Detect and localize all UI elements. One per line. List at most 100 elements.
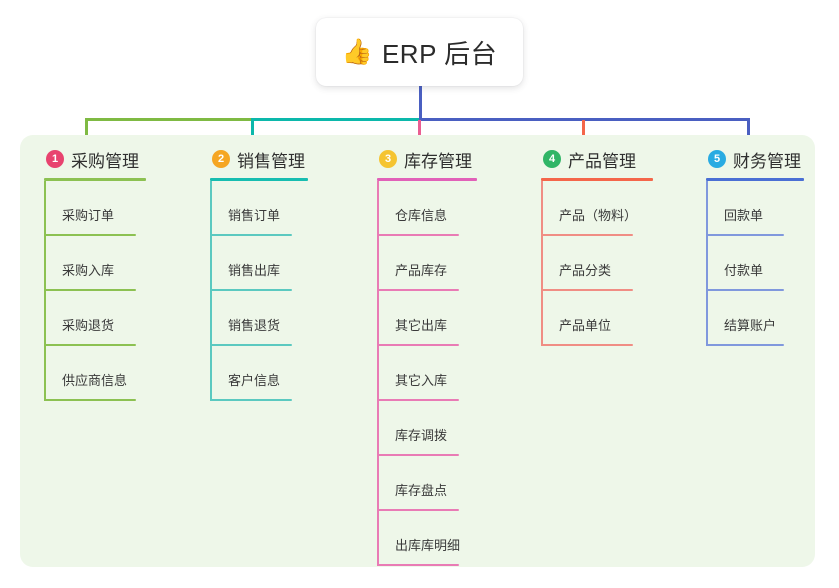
column-rule-2 <box>210 178 308 181</box>
list-item[interactable]: 结算账户 <box>706 291 804 346</box>
list-item-rule <box>706 289 784 291</box>
list-item-label: 库存盘点 <box>395 483 448 498</box>
list-item[interactable]: 销售订单 <box>210 181 308 236</box>
list-item-label: 采购订单 <box>62 208 115 223</box>
column-header-3[interactable]: 3 库存管理 <box>377 146 477 172</box>
list-item[interactable]: 出库库明细 <box>377 511 477 566</box>
list-item-label: 客户信息 <box>228 373 281 388</box>
column-spine-1 <box>44 181 46 401</box>
column-1: 1 采购管理采购订单采购入库采购退货供应商信息 <box>44 146 146 401</box>
list-item-rule <box>541 234 633 236</box>
list-item[interactable]: 采购退货 <box>44 291 146 346</box>
list-item-rule <box>377 234 459 236</box>
list-item-label: 回款单 <box>724 208 764 223</box>
list-item-rule <box>377 564 459 566</box>
column-title-4: 产品管理 <box>568 151 636 171</box>
list-item-rule <box>377 509 459 511</box>
list-item-rule <box>44 399 136 401</box>
column-2: 2 销售管理销售订单销售出库销售退货客户信息 <box>210 146 308 401</box>
list-item[interactable]: 产品库存 <box>377 236 477 291</box>
list-item-rule <box>377 344 459 346</box>
column-title-1: 采购管理 <box>71 151 139 171</box>
column-items-3: 仓库信息产品库存其它出库其它入库库存调拨库存盘点出库库明细 <box>377 181 477 566</box>
column-badge-3: 3 <box>379 150 397 168</box>
column-title-3: 库存管理 <box>404 151 472 171</box>
column-spine-5 <box>706 181 708 346</box>
list-item-rule <box>210 399 292 401</box>
list-item-label: 其它出库 <box>395 318 448 333</box>
root-node[interactable]: 👍 ERP 后台 <box>316 18 523 86</box>
column-rule-3 <box>377 178 477 181</box>
column-spine-3 <box>377 181 379 566</box>
list-item-rule <box>541 289 633 291</box>
column-rule-1 <box>44 178 146 181</box>
list-item-rule <box>210 344 292 346</box>
column-spine-2 <box>210 181 212 401</box>
list-item-label: 结算账户 <box>724 318 777 333</box>
list-item[interactable]: 产品单位 <box>541 291 653 346</box>
list-item-rule <box>541 344 633 346</box>
list-item[interactable]: 销售退货 <box>210 291 308 346</box>
list-item-label: 产品单位 <box>559 318 612 333</box>
list-item-label: 产品分类 <box>559 263 612 278</box>
list-item-label: 销售出库 <box>228 263 281 278</box>
list-item-rule <box>44 234 136 236</box>
list-item-label: 产品库存 <box>395 263 448 278</box>
list-item-label: 付款单 <box>724 263 764 278</box>
column-spine-4 <box>541 181 543 346</box>
list-item-rule <box>377 454 459 456</box>
list-item[interactable]: 产品分类 <box>541 236 653 291</box>
column-title-2: 销售管理 <box>237 151 305 171</box>
list-item-rule <box>44 344 136 346</box>
column-rule-4 <box>541 178 653 181</box>
list-item-rule <box>210 289 292 291</box>
list-item-label: 销售订单 <box>228 208 281 223</box>
list-item[interactable]: 仓库信息 <box>377 181 477 236</box>
column-items-1: 采购订单采购入库采购退货供应商信息 <box>44 181 146 401</box>
column-badge-2: 2 <box>212 150 230 168</box>
column-header-4[interactable]: 4 产品管理 <box>541 146 653 172</box>
column-4: 4 产品管理产品（物料） 产品分类产品单位 <box>541 146 653 346</box>
list-item-label: 库存调拨 <box>395 428 448 443</box>
column-badge-1: 1 <box>46 150 64 168</box>
thumbs-up-icon: 👍 <box>341 37 373 66</box>
list-item-label: 供应商信息 <box>62 373 128 388</box>
list-item-rule <box>706 234 784 236</box>
list-item-rule <box>210 234 292 236</box>
list-item[interactable]: 回款单 <box>706 181 804 236</box>
list-item-rule <box>377 289 459 291</box>
list-item[interactable]: 库存盘点 <box>377 456 477 511</box>
list-item-label: 出库库明细 <box>395 538 461 553</box>
list-item-rule <box>706 344 784 346</box>
list-item[interactable]: 供应商信息 <box>44 346 146 401</box>
list-item-label: 仓库信息 <box>395 208 448 223</box>
list-item-rule <box>44 289 136 291</box>
list-item-label: 产品（物料） <box>559 208 638 223</box>
list-item[interactable]: 采购入库 <box>44 236 146 291</box>
root-title: ERP 后台 <box>381 38 498 69</box>
column-items-5: 回款单付款单结算账户 <box>706 181 804 346</box>
list-item[interactable]: 库存调拨 <box>377 401 477 456</box>
column-header-2[interactable]: 2 销售管理 <box>210 146 308 172</box>
list-item[interactable]: 客户信息 <box>210 346 308 401</box>
list-item[interactable]: 其它出库 <box>377 291 477 346</box>
list-item-label: 采购退货 <box>62 318 115 333</box>
list-item-rule <box>377 399 459 401</box>
column-rule-5 <box>706 178 804 181</box>
list-item[interactable]: 其它入库 <box>377 346 477 401</box>
list-item-label: 采购入库 <box>62 263 115 278</box>
column-badge-4: 4 <box>543 150 561 168</box>
column-3: 3 库存管理仓库信息产品库存其它出库其它入库库存调拨库存盘点出库库明细 <box>377 146 477 566</box>
column-title-5: 财务管理 <box>733 151 801 171</box>
column-items-2: 销售订单销售出库销售退货客户信息 <box>210 181 308 401</box>
list-item-label: 其它入库 <box>395 373 448 388</box>
list-item[interactable]: 采购订单 <box>44 181 146 236</box>
column-header-1[interactable]: 1 采购管理 <box>44 146 146 172</box>
diagram-panel <box>20 135 815 567</box>
list-item[interactable]: 产品（物料） <box>541 181 653 236</box>
list-item[interactable]: 付款单 <box>706 236 804 291</box>
list-item-label: 销售退货 <box>228 318 281 333</box>
list-item[interactable]: 销售出库 <box>210 236 308 291</box>
